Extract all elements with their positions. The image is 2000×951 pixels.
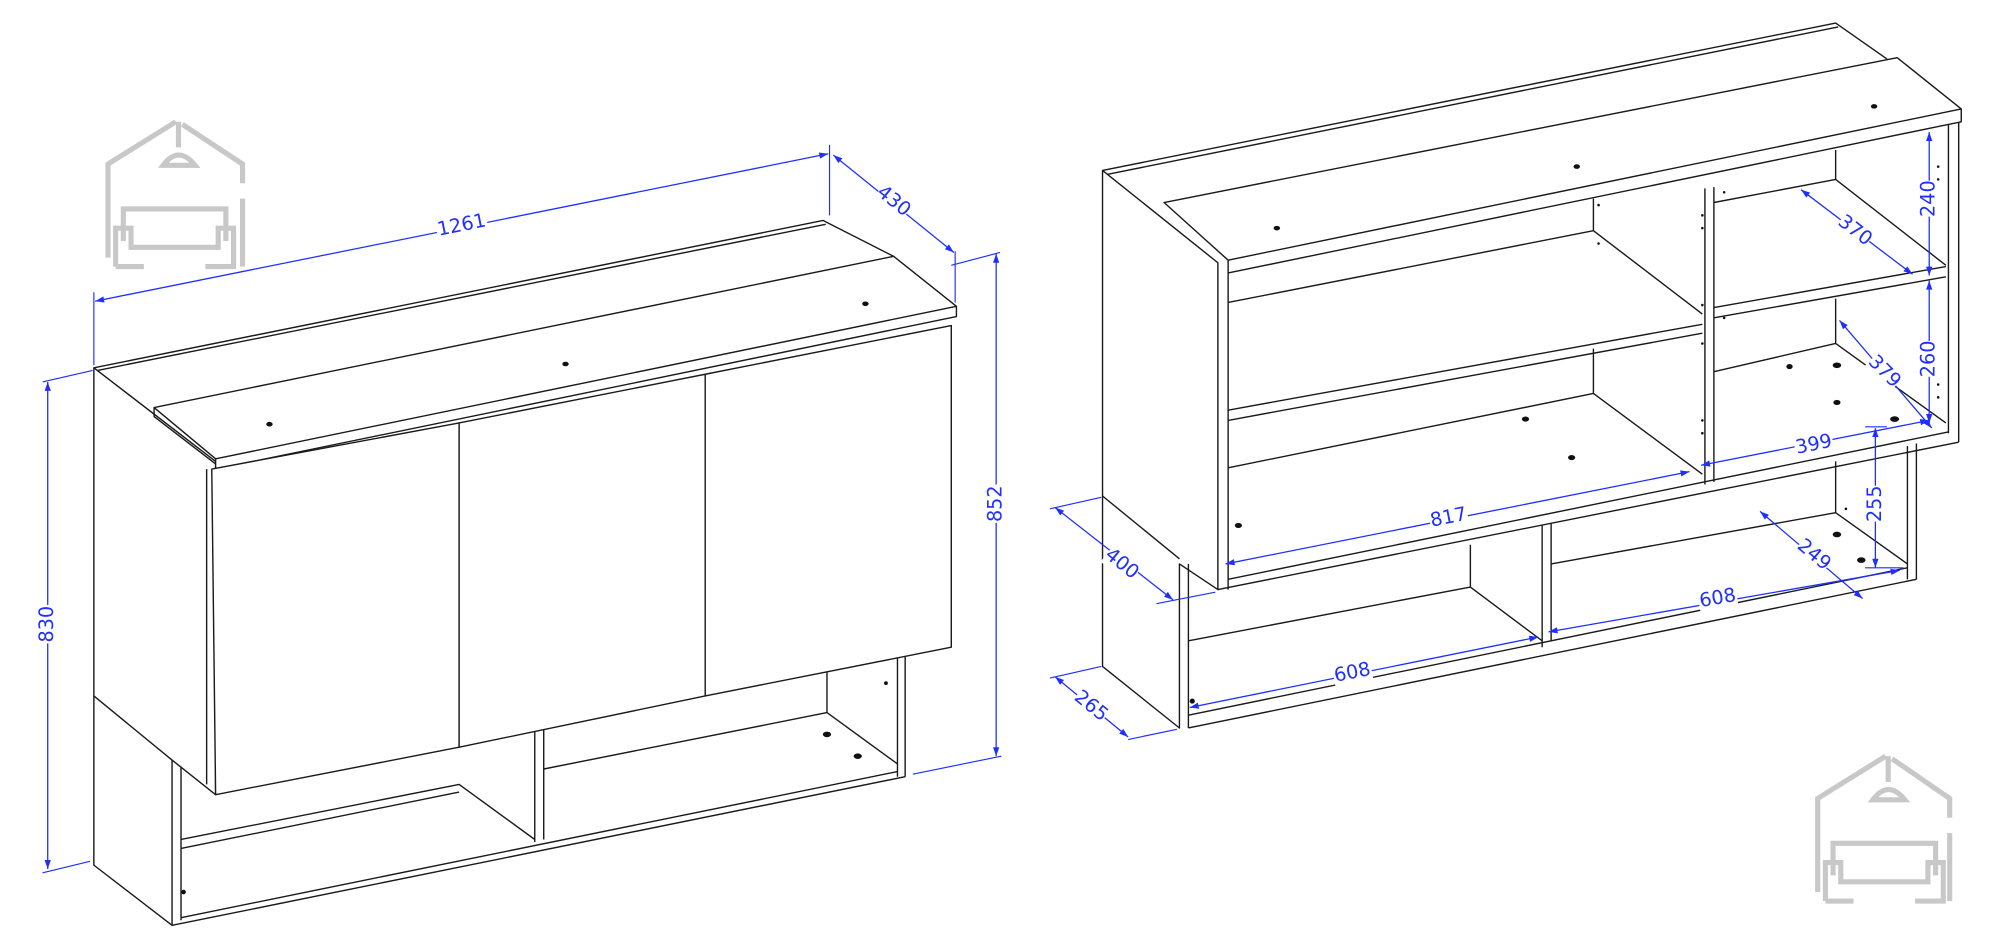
dimension-lower-right-width: 608 bbox=[1548, 568, 1900, 634]
dimension-total-height: 852 bbox=[912, 253, 1008, 775]
dimension-lower-left-width: 608 bbox=[1189, 635, 1539, 709]
open-cabinet-view bbox=[1101, 22, 1962, 729]
dimension-label: 817 bbox=[1428, 502, 1468, 532]
dimension-label: 399 bbox=[1793, 429, 1833, 459]
brand-logo-icon bbox=[1815, 754, 1953, 904]
dimension-label: 240 bbox=[1917, 180, 1940, 217]
dimension-upper-left-width: 817 bbox=[1225, 470, 1690, 566]
dimension-label: 249 bbox=[1793, 534, 1836, 575]
dimension-label: 260 bbox=[1917, 341, 1940, 378]
dimension-body-height: 830 bbox=[35, 369, 93, 874]
closed-cabinet-view bbox=[93, 219, 958, 927]
dimension-width: 1261 bbox=[93, 144, 831, 366]
dimension-top-shelf-depth: 370 bbox=[1800, 189, 1913, 275]
dimension-label: 608 bbox=[1332, 657, 1372, 687]
dimension-top-right-shelf-height: 240 bbox=[1917, 132, 1941, 276]
brand-logo-icon bbox=[105, 119, 246, 270]
dimension-label: 430 bbox=[873, 180, 916, 221]
dimension-bottom-right-shelf-height: 260 bbox=[1917, 280, 1941, 423]
dimension-label: 1261 bbox=[435, 209, 487, 241]
dimension-label: 852 bbox=[984, 485, 1007, 522]
dimension-label: 370 bbox=[1834, 210, 1877, 251]
dimension-upper-right-width: 399 bbox=[1700, 419, 1930, 467]
dimension-label: 255 bbox=[1863, 485, 1886, 522]
dimension-lower-open-height: 255 bbox=[1863, 426, 1904, 569]
dimension-label: 830 bbox=[35, 606, 58, 643]
